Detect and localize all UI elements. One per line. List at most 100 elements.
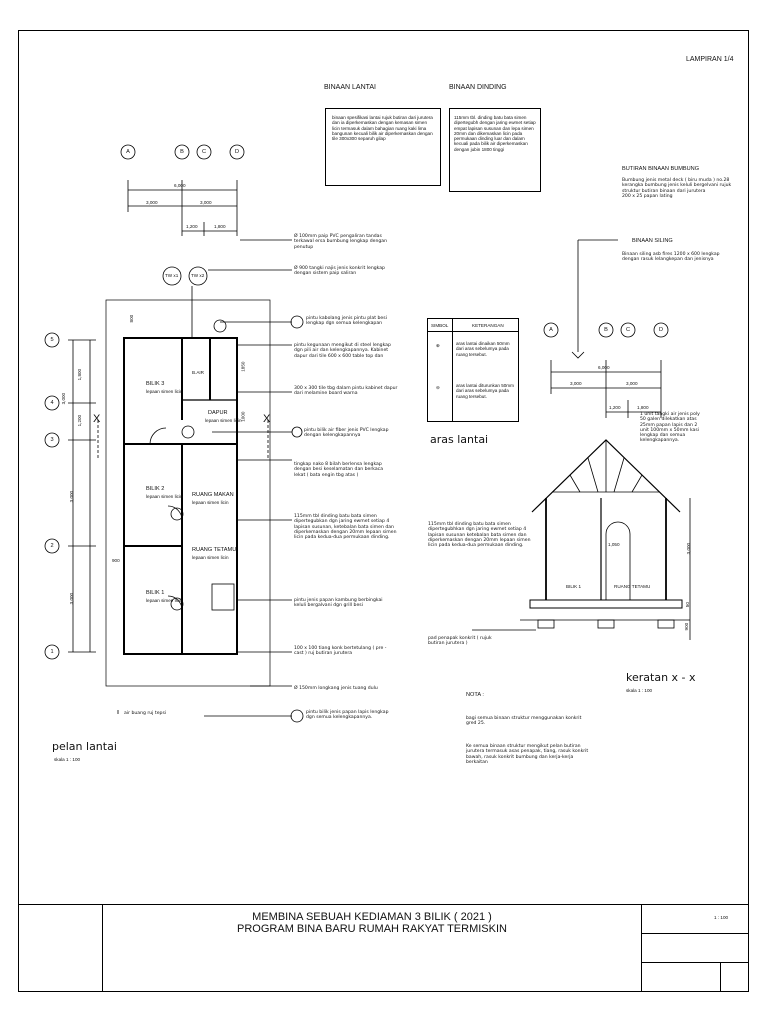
- room-bilik1-finish: lepaan simen licin: [146, 598, 183, 603]
- section-mark-right: X: [263, 413, 271, 425]
- binaan-dinding-text: 115mm tbl. dinding batu bata simen diper…: [454, 115, 536, 152]
- binaan-siling-title: BINAAN SILING: [632, 238, 673, 244]
- section-dim-right: 3,000: [626, 381, 638, 386]
- binaan-siling-text: Binaan siling asb fires 1200 x 600 lengk…: [622, 252, 720, 263]
- room-ruang-tetamu-finish: lepaan simen licin: [192, 555, 229, 560]
- plan-scale: skala 1 : 100: [54, 757, 81, 762]
- dim-small2: 1,800: [214, 224, 226, 229]
- legend-row1: aras lantai dinaikan 50mm dari aras sebe…: [456, 341, 510, 357]
- room-bilik3: BILIK 3: [146, 381, 165, 387]
- note-5: 300 x 300 tile tbg dalam pintu kabinet d…: [294, 386, 398, 397]
- section-dim-left: 3,000: [570, 381, 582, 386]
- grid-label-5: 5: [50, 337, 54, 343]
- room-dapur-finish: lepaan simen licin: [205, 418, 242, 423]
- grid-label-d: D: [234, 149, 240, 155]
- note-2: Ø 900 tangki najis jenis konkrit lengkap…: [294, 266, 385, 277]
- dim-left: 3,000: [146, 200, 158, 205]
- grid-bubble-c: [196, 144, 212, 160]
- room-bilik-air: B.AIR: [192, 370, 204, 375]
- room-dapur: DAPUR: [208, 410, 228, 416]
- drain-note: air buang ruj tepsi: [124, 711, 167, 716]
- grid-label-1: 1: [50, 649, 54, 655]
- grid-bubble-1: [44, 644, 60, 660]
- nota-title: NOTA :: [466, 692, 484, 698]
- note-4: pintu kegunaan mengikut di steel lengkap…: [294, 343, 391, 359]
- butiran-bumbung-text: Bumbung jenis metal deck ( biru muda ) n…: [622, 178, 732, 199]
- section-grid-d: D: [658, 327, 664, 333]
- title-block-scale-cell: 1 : 100: [641, 904, 749, 934]
- grid-label-a: A: [126, 149, 130, 155]
- dim-total: 6,000: [174, 183, 186, 188]
- room-ruang-makan-finish: lepaan simen licin: [192, 500, 229, 505]
- room-ruang-tetamu: RUANG TETAMU: [192, 547, 237, 553]
- grid-bubble-d: [229, 144, 245, 160]
- tank-label-1: TW x1: [165, 273, 179, 278]
- section-mark-left: X: [93, 413, 101, 425]
- grid-label-3: 3: [50, 437, 54, 443]
- note-8: 115mm tbl dinding batu bata simen dipert…: [294, 514, 397, 541]
- note-9: pintu jenis papan kambung berbingkai kel…: [294, 598, 383, 609]
- legend-symbol-down: ⊖: [436, 385, 440, 390]
- room-bilik3-finish: lepaan simen licin: [146, 389, 183, 394]
- grid-bubble-a: [120, 144, 136, 160]
- grid-label-2: 2: [50, 543, 54, 549]
- note-7: tingkap nako 8 bilah berlensa lengkap de…: [294, 462, 384, 478]
- section-grid-a: A: [549, 327, 553, 333]
- title-block-main: MEMBINA SEBUAH KEDIAMAN 3 BILIK ( 2021 )…: [102, 904, 642, 992]
- grid-bubble-5: [44, 332, 60, 348]
- grid-bubble-2: [44, 538, 60, 554]
- note-3: pintu kabolang jenis pintu plat besi len…: [306, 316, 387, 327]
- dim-900: 900: [112, 558, 120, 563]
- butiran-bumbung-title: BUTIRAN BINAAN BUMBUNG: [622, 166, 700, 172]
- grid-label-b: B: [180, 149, 184, 155]
- legend-col-simbol: SIMBOL: [431, 323, 449, 328]
- title-block-scale: 1 : 100: [714, 915, 729, 920]
- section-room-bilik1: BILIK 1: [566, 584, 582, 589]
- room-ruang-makan: RUANG MAKAN: [192, 492, 234, 498]
- section-dim-door: 1,050: [608, 542, 620, 547]
- grid-bubble-4: [44, 395, 60, 411]
- grid-label-4: 4: [50, 400, 54, 406]
- binaan-lantai-text: binaan spesifikasi lantai rujuk butiran …: [332, 115, 433, 142]
- section-grid-c: C: [625, 327, 631, 333]
- grid-bubble-3: [44, 432, 60, 448]
- binaan-lantai-title: BINAAN LANTAI: [324, 84, 376, 91]
- plan-title: pelan lantai: [52, 740, 117, 753]
- lampiran-label: LAMPIRAN 1/4: [686, 56, 734, 63]
- grid-bubble-b: [174, 144, 190, 160]
- title-line2: PROGRAM BINA BARU RUMAH RAKYAT TERMISKIN: [237, 923, 507, 935]
- section-grid-b: B: [604, 327, 608, 333]
- aras-lantai-legend: SIMBOL KETERANGAN ⊕ aras lantai dinaikan…: [427, 318, 519, 422]
- legend-col-keterangan: KETERANGAN: [472, 323, 504, 328]
- section-title: keratan x - x: [626, 671, 696, 684]
- dim-small1: 1,200: [186, 224, 198, 229]
- note-6: pintu bilik air fiber jenis PVC lengkap …: [304, 428, 389, 439]
- note-10: 100 x 100 tiang konk bertetulang ( pre -…: [294, 646, 387, 657]
- section-scale: skala 1 : 100: [626, 688, 653, 693]
- note-11: Ø 150mm longkang jenis tuang dulu: [294, 686, 378, 691]
- room-bilik2-finish: lepaan simen licin: [146, 494, 183, 499]
- legend-title: aras lantai: [430, 433, 489, 446]
- section-footing-note: pad penapak konkrit ( rujuk butiran juru…: [428, 636, 492, 647]
- note-1: Ø 100mm paip PVC pengaliran tandas terka…: [294, 234, 388, 250]
- grid-label-c: C: [201, 149, 207, 155]
- section-room-ruang-tetamu: RUANG TETAMU: [614, 584, 651, 589]
- binaan-dinding-box: 115mm tbl. dinding batu bata simen diper…: [449, 108, 541, 192]
- binaan-lantai-box: binaan spesifikasi lantai rujuk butiran …: [325, 108, 441, 186]
- section-dim-height: 3,000: [686, 542, 692, 555]
- section-wall-note: 115mm tbl dinding batu bata simen dipert…: [428, 522, 531, 549]
- section-dim-small1: 1,200: [609, 405, 621, 410]
- binaan-dinding-title: BINAAN DINDING: [449, 84, 507, 91]
- section-dim-50: 50: [684, 602, 690, 608]
- title-block-cell-3: [641, 962, 721, 992]
- nota-line2: Ke semua binaan struktur mengikut pelan …: [466, 744, 589, 765]
- tank-label-2: TW x2: [191, 273, 205, 278]
- section-dim-small2: 1,800: [637, 405, 649, 410]
- section-dim-900: 900: [684, 622, 690, 631]
- title-block-cell-2: [641, 933, 749, 963]
- room-bilik2: BILIK 2: [146, 486, 165, 492]
- room-bilik1: BILIK 1: [146, 590, 165, 596]
- section-roof-note: 1 unit tangki air jenis poly 50 galen di…: [640, 412, 700, 444]
